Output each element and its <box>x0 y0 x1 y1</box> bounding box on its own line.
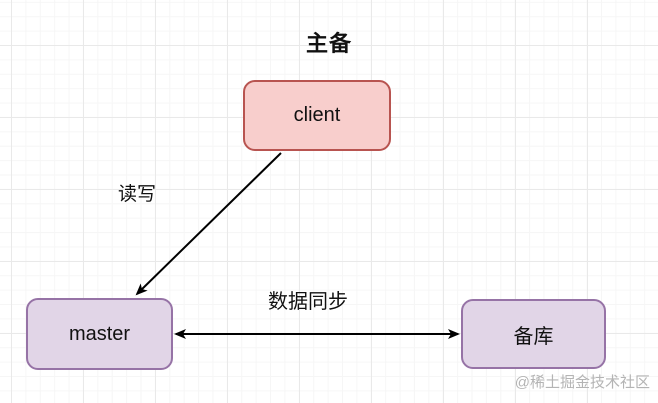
node-client-label: client <box>293 104 341 126</box>
node-backup-label: 备库 <box>513 325 554 348</box>
edge-client-to-master <box>135 152 282 296</box>
node-client: client <box>243 80 391 151</box>
watermark: @稀土掘金技术社区 <box>514 374 650 391</box>
edge-label-data-sync: 数据同步 <box>268 291 348 313</box>
node-backup: 备库 <box>461 299 606 369</box>
diagram-title: 主备 <box>305 31 352 56</box>
node-master: master <box>26 298 173 370</box>
edge-label-read-write: 读写 <box>118 184 157 205</box>
node-master-label: master <box>68 322 131 345</box>
